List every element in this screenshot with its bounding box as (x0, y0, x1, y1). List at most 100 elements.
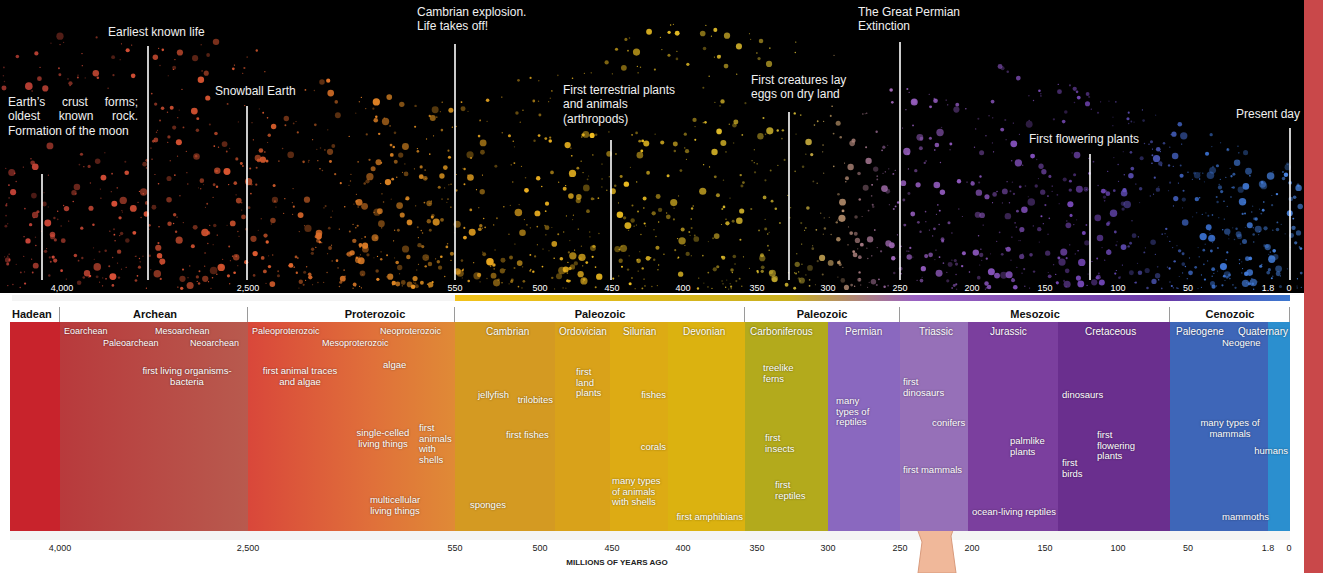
particle (1043, 223, 1044, 224)
particle (308, 273, 312, 277)
particle (81, 257, 83, 259)
particle (361, 203, 368, 210)
particle (1086, 189, 1087, 190)
particle (1132, 233, 1137, 238)
particle (493, 224, 494, 225)
particle (1000, 128, 1004, 132)
particle (31, 193, 37, 199)
particle (1204, 181, 1205, 182)
particle (157, 130, 158, 131)
particle (1140, 156, 1144, 160)
particle (1048, 274, 1052, 278)
particle (372, 234, 379, 241)
particle (387, 274, 393, 280)
particle (917, 280, 918, 281)
particle (1301, 287, 1302, 288)
particle (476, 189, 477, 190)
particle (25, 238, 30, 243)
particle (386, 276, 387, 277)
particle (60, 269, 63, 272)
particle (298, 287, 299, 288)
particle (42, 85, 48, 91)
particle (940, 190, 945, 195)
particle (1026, 121, 1033, 128)
particle (402, 285, 403, 286)
particle (1123, 201, 1131, 209)
particle (378, 133, 380, 135)
particle (533, 140, 535, 142)
particle (939, 256, 941, 258)
particle (117, 249, 121, 253)
particle (456, 174, 457, 175)
particle (866, 247, 867, 248)
particle (630, 167, 631, 168)
particle (1220, 142, 1221, 143)
particle (1211, 146, 1212, 147)
particle (288, 265, 290, 267)
particle (1099, 280, 1105, 286)
particle (138, 266, 141, 269)
particle (557, 233, 559, 235)
particle (335, 112, 341, 118)
particle (380, 258, 382, 260)
particle (111, 275, 116, 280)
particle (661, 49, 662, 50)
particle (32, 272, 34, 274)
particle (59, 44, 60, 45)
particle (816, 183, 817, 184)
particle (936, 270, 943, 277)
particle (84, 270, 90, 276)
particle (563, 187, 567, 191)
particle (578, 228, 579, 229)
particle (228, 246, 230, 248)
particle (807, 265, 813, 271)
particle (1263, 201, 1265, 203)
particle (63, 205, 64, 206)
particle (450, 260, 451, 261)
particle (916, 134, 923, 141)
particle (1272, 230, 1273, 231)
particle (729, 198, 730, 199)
particle (121, 43, 122, 44)
particle (493, 279, 500, 286)
particle (482, 252, 483, 253)
particle (265, 283, 266, 284)
particle (521, 166, 522, 167)
particle (426, 201, 432, 207)
particle (1052, 186, 1053, 187)
particle (1158, 279, 1159, 280)
particle (253, 274, 256, 277)
particle (711, 149, 717, 155)
particle (1271, 277, 1273, 279)
particle (1048, 272, 1049, 273)
particle (297, 257, 299, 259)
particle (521, 287, 522, 288)
particle (889, 88, 893, 92)
particle (1209, 167, 1216, 174)
particle (54, 238, 57, 241)
particle (213, 244, 214, 245)
particle (709, 166, 710, 167)
particle (984, 281, 988, 285)
particle (1010, 260, 1011, 261)
particle (654, 134, 655, 135)
particle (289, 263, 294, 268)
particle (331, 144, 335, 148)
particle (407, 220, 413, 226)
particle (421, 230, 423, 232)
particle (1188, 270, 1193, 275)
particle (470, 157, 472, 159)
particle (33, 217, 34, 218)
particle (362, 274, 363, 275)
particle (578, 254, 585, 261)
particle (980, 249, 981, 250)
particle (1296, 285, 1297, 286)
particle (858, 271, 860, 273)
particle (975, 212, 981, 218)
fossil-label: fishes (641, 390, 666, 401)
particle (545, 202, 549, 206)
particle (761, 270, 764, 273)
particle (113, 234, 115, 236)
particle (1097, 112, 1099, 114)
particle (386, 94, 392, 100)
